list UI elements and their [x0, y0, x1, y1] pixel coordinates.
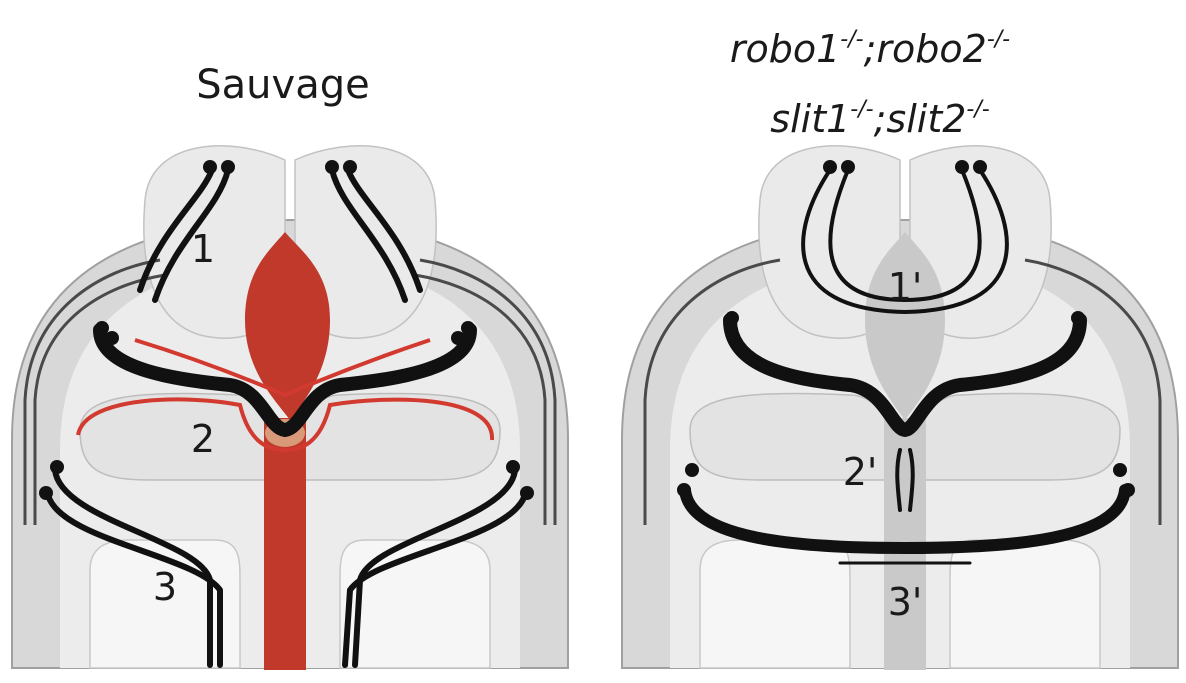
tract-label-1: 1: [191, 227, 215, 271]
lower-notch-right-wildtype: [340, 540, 490, 668]
tract-label-3-prime: 3': [888, 580, 923, 624]
tract-label-2: 2: [191, 417, 215, 461]
lower-notch-right-mutant: [950, 540, 1100, 668]
tract-label-1-prime: 1': [888, 265, 923, 309]
panel-title-mutant-line2: slit1-/-;slit2-/-: [770, 97, 989, 141]
panel-wildtype: Sauvage: [12, 62, 568, 670]
panel-title-mutant-line1: robo1-/-;robo2-/-: [730, 27, 1010, 71]
panel-title-wildtype: Sauvage: [196, 62, 369, 108]
midline-stalk-wildtype: [264, 418, 306, 670]
panel-mutant: robo1-/-;robo2-/- slit1-/-;slit2-/-: [622, 27, 1178, 670]
lower-notch-left-mutant: [700, 540, 850, 668]
tract-label-2-prime: 2': [843, 450, 878, 494]
tract-label-3: 3: [153, 565, 177, 609]
